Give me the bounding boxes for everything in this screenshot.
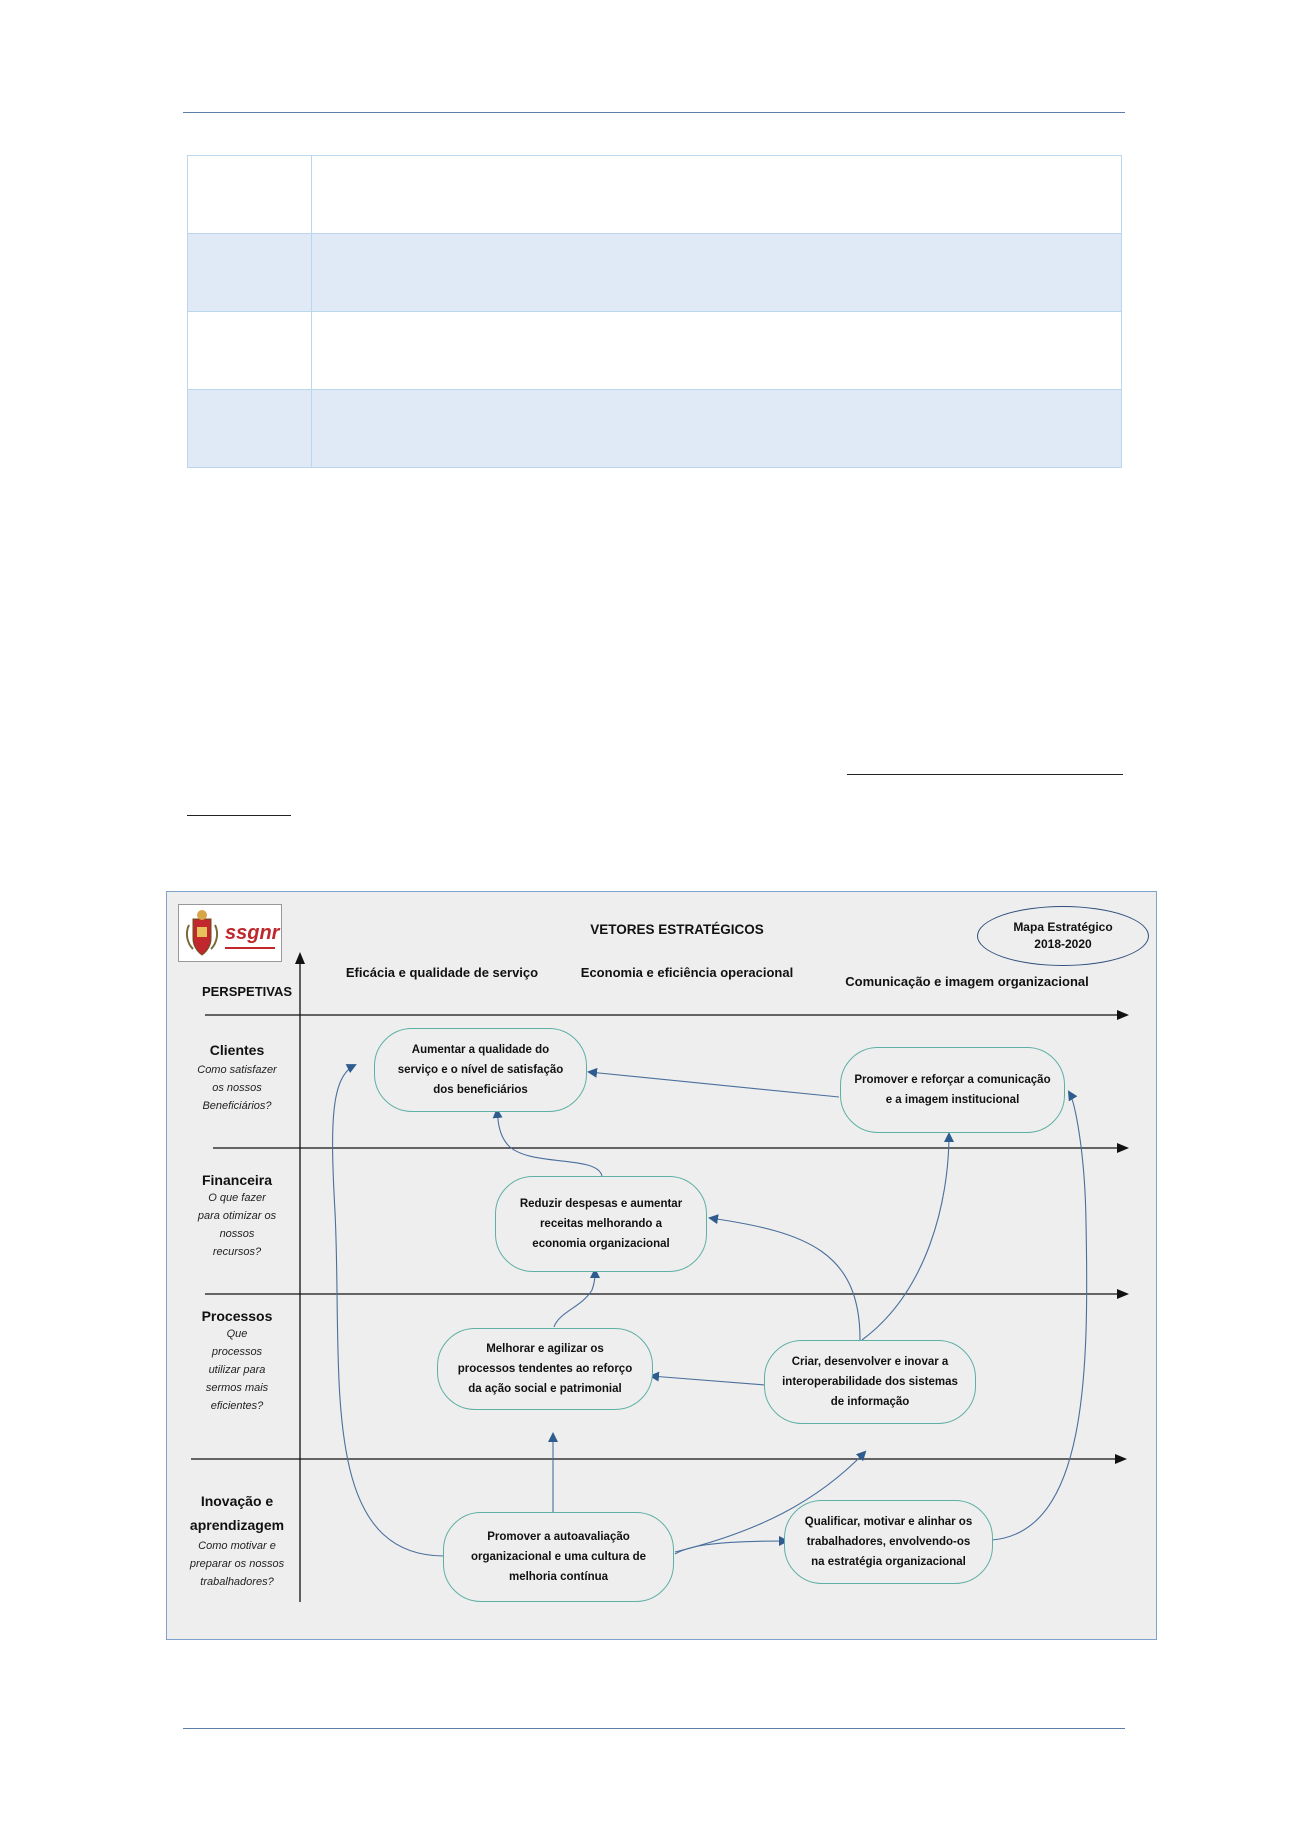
question-line: preparar os nossos — [189, 1558, 285, 1570]
link-arrow — [674, 1536, 789, 1555]
node-line: Promover a autoavaliação — [487, 1531, 630, 1543]
objective-node-self-assessment: Promover a autoavaliação organizacional … — [443, 1512, 674, 1602]
link-arrow — [492, 1108, 603, 1177]
diagram-header: VETORES ESTRATÉGICOS — [590, 922, 764, 937]
link-arrow — [332, 1064, 445, 1557]
node-line: processos tendentes ao reforço — [457, 1363, 633, 1375]
table-row — [188, 234, 1121, 312]
badge-title: Mapa Estratégico — [1013, 920, 1113, 934]
period-badge: Mapa Estratégico 2018-2020 — [977, 906, 1149, 966]
table-column-divider — [311, 156, 312, 467]
question-line: Beneficiários? — [202, 1100, 272, 1112]
node-line: Criar, desenvolver e inovar a — [791, 1356, 949, 1368]
perspective-clientes: Clientes Como satisfazer os nossos Benef… — [177, 1042, 297, 1115]
table-row — [188, 156, 1121, 234]
perspective-title: Inovação e — [200, 1493, 274, 1509]
node-line: serviço e o nível de satisfação — [397, 1064, 564, 1076]
perspectives-label: PERSPETIVAS — [201, 984, 293, 999]
node-line: Melhorar e agilizar os — [486, 1343, 604, 1355]
perspective-question: Como satisfazer os nossos Beneficiários? — [177, 1061, 297, 1115]
objective-node-communication: Promover e reforçar a comunicação e a im… — [840, 1047, 1065, 1133]
question-line: os nossos — [212, 1082, 262, 1094]
table-row — [188, 390, 1121, 467]
perspective-financeira: Financeira O que fazer para otimizar os … — [177, 1172, 297, 1261]
node-line: melhoria contínua — [508, 1571, 609, 1583]
link-arrow — [674, 1450, 867, 1553]
vector-label: Eficácia e qualidade de serviço — [345, 965, 539, 980]
node-line: economia organizacional — [532, 1238, 670, 1250]
strategy-map-lines — [191, 952, 1129, 1602]
vector-label: Economia e eficiência operacional — [580, 965, 794, 980]
perspective-title: Financeira — [201, 1172, 273, 1188]
question-line: O que fazer — [208, 1192, 266, 1204]
node-line: da ação social e patrimonial — [468, 1383, 622, 1395]
question-line: nossos — [219, 1228, 255, 1240]
footer-rule — [183, 1728, 1125, 1729]
link-arrow — [649, 1371, 766, 1386]
question-line: para otimizar os — [197, 1210, 277, 1222]
node-line: e a imagem institucional — [885, 1094, 1020, 1106]
node-line: Qualificar, motivar e alinhar os — [804, 1516, 973, 1528]
question-line: Que — [226, 1328, 248, 1340]
objective-node-improve-processes: Melhorar e agilizar os processos tendent… — [437, 1328, 653, 1410]
objective-node-qualify-workers: Qualificar, motivar e alinhar os trabalh… — [784, 1500, 993, 1584]
question-line: processos — [211, 1346, 263, 1358]
underline-mark — [187, 815, 291, 816]
question-line: utilizar para — [208, 1364, 266, 1376]
perspective-question: Como motivar e preparar os nossos trabal… — [177, 1537, 297, 1591]
table-row — [188, 312, 1121, 390]
organization-logo: ssgnr — [178, 904, 282, 962]
underline-mark — [847, 774, 1123, 775]
perspective-title: Clientes — [209, 1042, 265, 1058]
perspective-title: aprendizagem — [189, 1517, 285, 1533]
objective-node-reduce-costs: Reduzir despesas e aumentar receitas mel… — [495, 1176, 707, 1272]
strategy-map: ssgnr VETORES ESTRATÉGICOS Mapa Estratég… — [166, 891, 1157, 1640]
perspective-question: Que processos utilizar para sermos mais … — [177, 1325, 297, 1415]
link-arrow — [587, 1067, 840, 1098]
question-line: Como motivar e — [198, 1540, 276, 1552]
logo-wordmark: ssgnr — [225, 922, 280, 944]
node-line: Aumentar a qualidade do — [411, 1044, 550, 1056]
link-arrow — [708, 1214, 861, 1343]
perspective-title: Processos — [201, 1308, 273, 1324]
node-line: Promover e reforçar a comunicação — [854, 1074, 1051, 1086]
badge-years: 2018-2020 — [1034, 937, 1092, 951]
link-arrow — [991, 1090, 1088, 1541]
node-line: trabalhadores, envolvendo-os — [806, 1536, 971, 1548]
question-line: eficientes? — [210, 1400, 264, 1412]
node-line: interoperabilidade dos sistemas — [782, 1376, 958, 1388]
node-line: receitas melhorando a — [539, 1218, 663, 1230]
node-line: na estratégia organizacional — [811, 1556, 966, 1568]
node-line: dos beneficiários — [433, 1084, 528, 1096]
logo-underline — [225, 947, 275, 949]
question-line: sermos mais — [205, 1382, 269, 1394]
question-line: recursos? — [212, 1246, 262, 1258]
node-line: de informação — [830, 1396, 910, 1408]
link-arrow — [553, 1268, 600, 1328]
summary-table — [187, 155, 1122, 468]
perspective-question: O que fazer para otimizar os nossos recu… — [177, 1189, 297, 1261]
question-line: trabalhadores? — [200, 1576, 274, 1588]
vector-label: Comunicação e imagem organizacional — [845, 974, 1089, 989]
objective-node-service-quality: Aumentar a qualidade do serviço e o níve… — [374, 1028, 587, 1112]
objective-node-interoperability: Criar, desenvolver e inovar a interopera… — [764, 1340, 976, 1424]
header-rule — [183, 112, 1125, 113]
perspective-processos: Processos Que processos utilizar para se… — [177, 1308, 297, 1415]
perspective-inovacao: Inovação e aprendizagem Como motivar e p… — [177, 1489, 297, 1591]
crest-icon — [185, 910, 219, 956]
link-arrow — [861, 1132, 954, 1341]
question-line: Como satisfazer — [197, 1064, 277, 1076]
node-line: organizacional e uma cultura de — [470, 1551, 647, 1563]
node-line: Reduzir despesas e aumentar — [519, 1198, 683, 1210]
